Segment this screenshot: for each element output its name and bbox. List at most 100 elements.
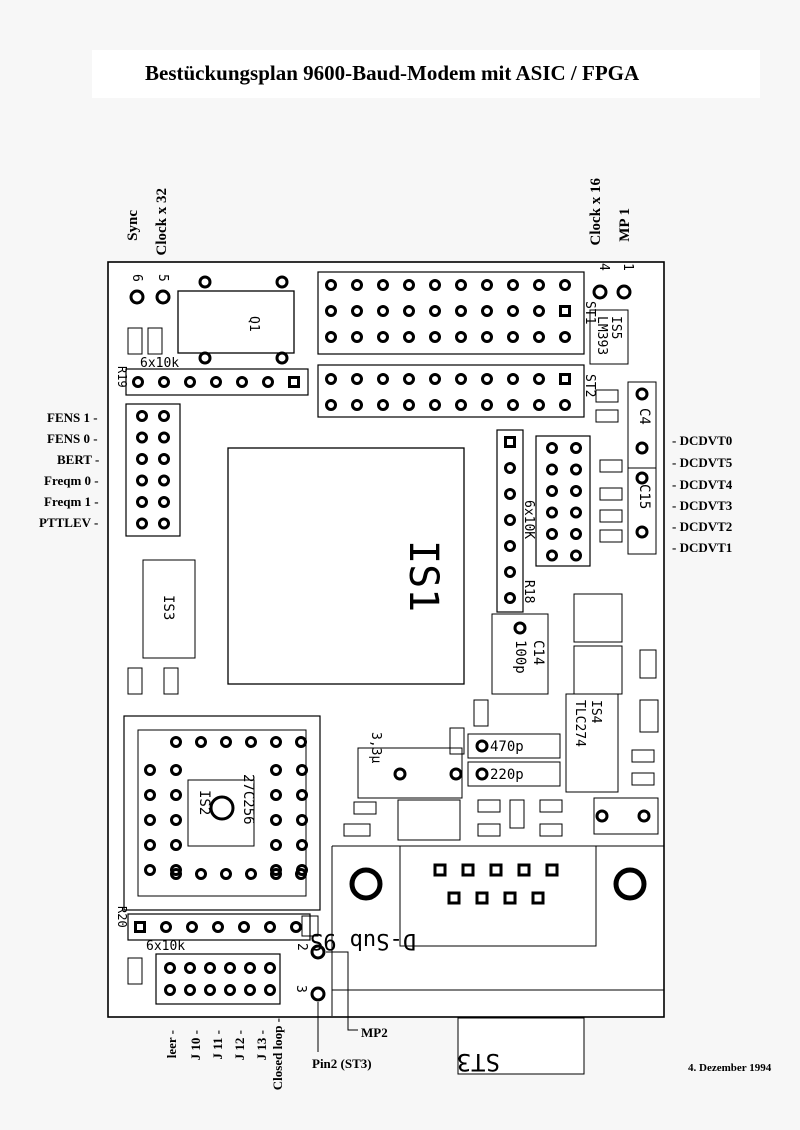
pad <box>481 373 493 385</box>
pad <box>475 891 489 905</box>
pad <box>455 373 467 385</box>
pad <box>158 453 170 465</box>
pad-6 <box>129 289 145 305</box>
pad <box>507 279 519 291</box>
pad <box>170 868 182 880</box>
page-title: Bestückungsplan 9600-Baud-Modem mit ASIC… <box>145 61 640 85</box>
label-fens0: FENS 0 - <box>47 431 98 446</box>
pad <box>351 305 363 317</box>
pin-label-2: 2 <box>294 943 309 951</box>
st3-label: ST3 <box>457 1048 500 1076</box>
pad <box>270 868 282 880</box>
pad <box>559 373 571 385</box>
pad <box>296 839 308 851</box>
pad <box>164 984 176 996</box>
c4-label: C4 <box>636 408 652 425</box>
pad-5 <box>155 289 171 305</box>
pad <box>296 814 308 826</box>
pad <box>244 962 256 974</box>
pad <box>546 506 558 519</box>
pad <box>170 839 182 851</box>
pad <box>325 279 337 291</box>
pad <box>377 399 389 411</box>
pad <box>270 814 282 826</box>
pin-label-1: 1 <box>620 263 635 271</box>
pad <box>136 453 148 465</box>
pad <box>195 868 207 880</box>
pad <box>504 592 516 604</box>
pad <box>429 279 441 291</box>
st3-box <box>457 1017 585 1075</box>
resistor <box>599 487 623 501</box>
dsub-mount-left <box>349 867 383 901</box>
pad <box>270 839 282 851</box>
is3-outline <box>142 559 196 659</box>
label-pin2-st3: Pin2 (ST3) <box>312 1056 372 1071</box>
pad <box>546 549 558 562</box>
pad <box>325 373 337 385</box>
pad <box>144 814 156 826</box>
pad <box>270 736 282 748</box>
jumper-block-left <box>125 403 181 537</box>
pin-label-3: 3 <box>293 985 308 993</box>
pad <box>158 474 170 487</box>
pad <box>429 399 441 411</box>
pad <box>170 864 182 876</box>
c13-value: 470p <box>490 739 524 755</box>
jumper-block-bottom <box>155 953 281 1005</box>
dsub-label: D-Sub 9S <box>310 928 416 953</box>
st2-header <box>317 364 585 418</box>
pad <box>158 496 170 508</box>
pad <box>158 410 170 422</box>
c11-value: 3,3µ <box>368 732 383 763</box>
label-dcdvt0: - DCDVT0 <box>672 433 733 448</box>
pad <box>517 863 531 877</box>
is3-label: IS3 <box>160 595 176 620</box>
pad <box>325 305 337 317</box>
pad <box>170 789 182 801</box>
pad <box>186 921 198 933</box>
pad <box>136 431 148 444</box>
pad <box>546 442 558 454</box>
pad <box>244 984 256 996</box>
pad <box>507 399 519 411</box>
label-dcdvt2: - DCDVT2 <box>672 519 733 534</box>
label-freqm1: Freqm 1 - <box>44 494 99 509</box>
pad <box>136 474 148 487</box>
pad <box>447 891 461 905</box>
q1-label: Q1 <box>246 316 261 332</box>
c13-outline <box>467 733 561 759</box>
r20-value: 6x10k <box>146 939 185 954</box>
pad <box>403 305 415 317</box>
pad <box>429 373 441 385</box>
pad <box>220 736 232 748</box>
jumper-block-right <box>535 435 591 567</box>
pad <box>570 485 582 497</box>
label-dcdvt4: - DCDVT4 <box>672 477 733 492</box>
pad <box>533 305 545 317</box>
is1-outline <box>227 447 465 685</box>
pad <box>270 789 282 801</box>
pad <box>533 373 545 385</box>
pin-label-5: 5 <box>155 274 170 282</box>
pad <box>377 373 389 385</box>
c15-label: C15 <box>636 484 652 509</box>
pad <box>481 399 493 411</box>
r18-resistor-network <box>496 429 524 613</box>
pad <box>377 279 389 291</box>
is1-label: IS1 <box>400 540 446 612</box>
label-dcdvt5: - DCDVT5 <box>672 455 733 470</box>
pad <box>220 868 232 880</box>
c14-outline <box>491 613 549 695</box>
pad <box>195 736 207 748</box>
r19-value: 6x10k <box>140 356 179 371</box>
pad <box>204 984 216 996</box>
r20-resistor-network <box>127 913 311 941</box>
pad <box>504 488 516 500</box>
pad <box>531 891 545 905</box>
is4-outline <box>565 693 619 793</box>
resistor <box>595 389 619 403</box>
pad <box>455 279 467 291</box>
pad <box>570 549 582 562</box>
